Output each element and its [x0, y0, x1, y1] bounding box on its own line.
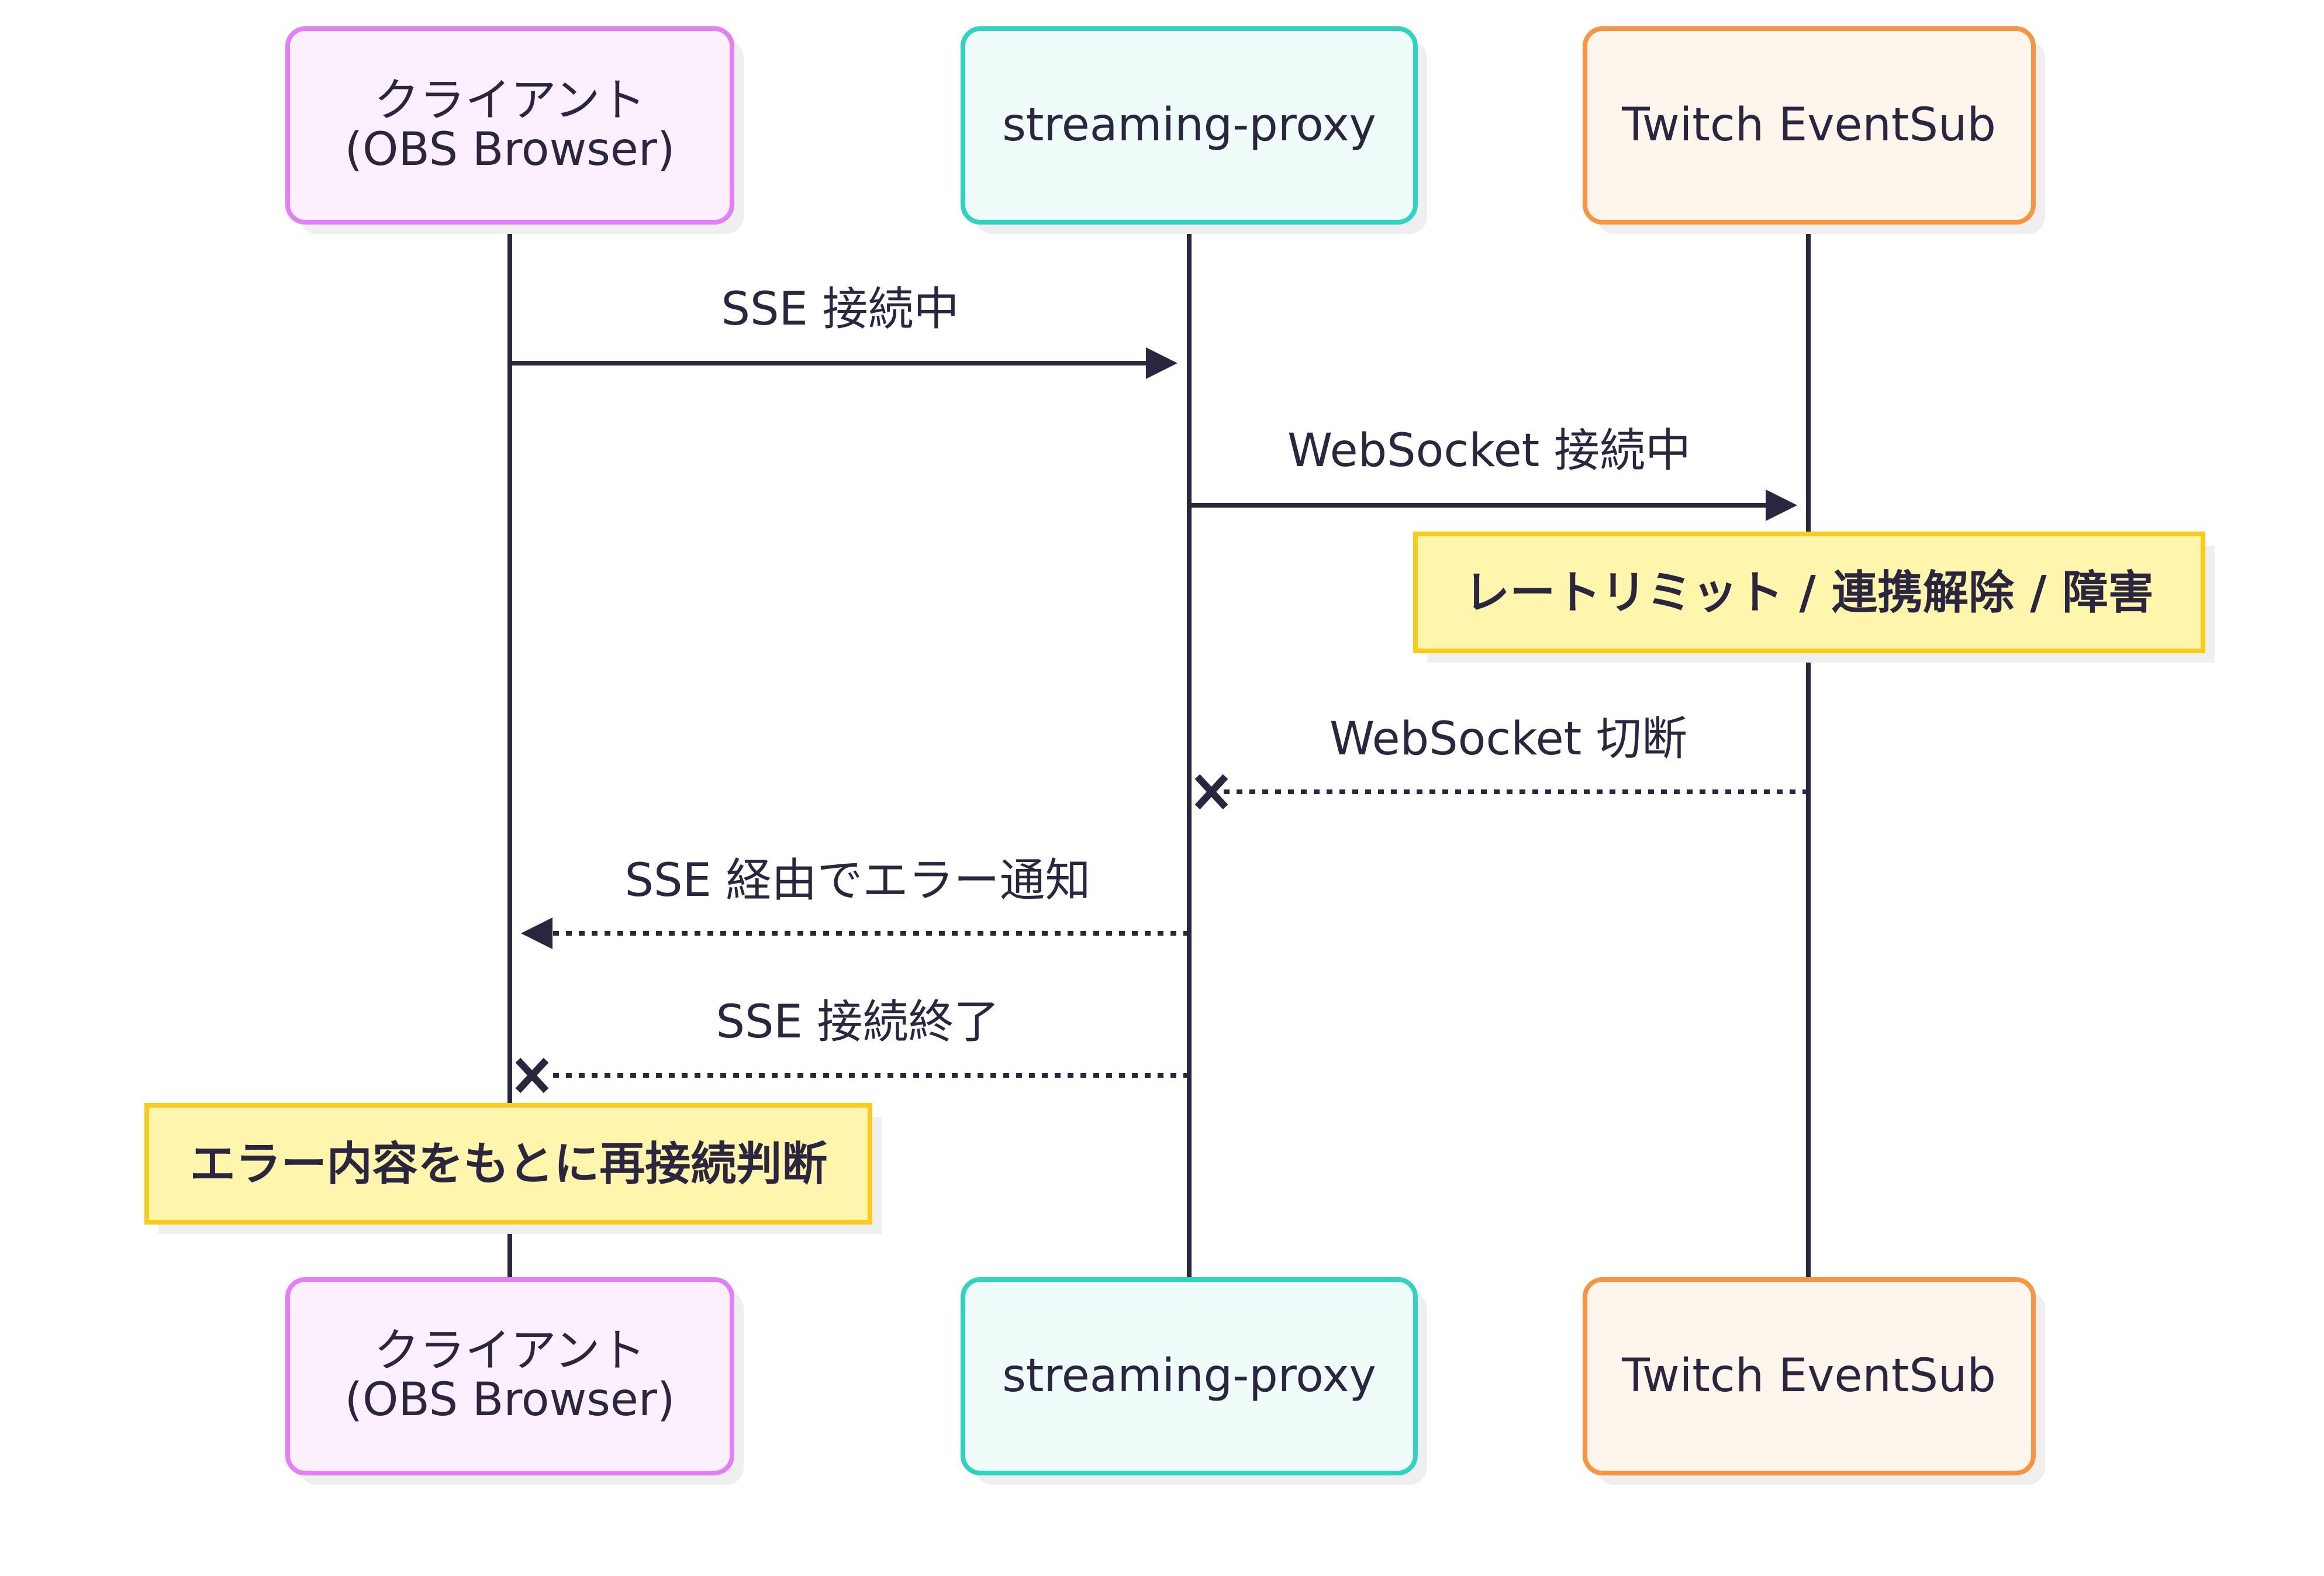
- message-websocket-connecting: WebSocket 接続中: [1189, 425, 1797, 521]
- participant-label-line1: クライアント: [374, 1325, 646, 1377]
- arrowhead-icon: [1766, 489, 1797, 521]
- note-label: レートリミット / 連携解除 / 障害: [1464, 567, 2154, 619]
- message-sse-connecting: SSE 接続中: [510, 283, 1177, 379]
- participant-label-line2: (OBS Browser): [345, 1374, 675, 1426]
- arrowhead-icon: [1146, 347, 1177, 379]
- participant-twitch-top[interactable]: Twitch EventSub: [1583, 26, 2045, 234]
- participant-label: streaming-proxy: [1002, 99, 1376, 151]
- participant-label-line2: (OBS Browser): [345, 123, 675, 176]
- cross-icon: [515, 1057, 549, 1094]
- message-label: SSE 経由でエラー通知: [624, 854, 1090, 907]
- participant-proxy-bottom[interactable]: streaming-proxy: [961, 1277, 1427, 1485]
- note-rate-limit: レートリミット / 連携解除 / 障害: [1413, 532, 2215, 663]
- cross-icon: [1194, 774, 1228, 810]
- participant-label: streaming-proxy: [1002, 1350, 1376, 1402]
- participant-client-bottom[interactable]: クライアント (OBS Browser): [285, 1277, 744, 1485]
- message-sse-error-notify: SSE 経由でエラー通知: [521, 854, 1189, 949]
- message-label: SSE 接続終了: [716, 996, 999, 1049]
- message-websocket-disconnect: WebSocket 切断: [1194, 713, 1808, 810]
- participant-label: Twitch EventSub: [1621, 1350, 1996, 1402]
- participant-twitch-bottom[interactable]: Twitch EventSub: [1583, 1277, 2045, 1485]
- note-label: エラー内容をもとに再接続判断: [190, 1138, 827, 1191]
- message-sse-closed: SSE 接続終了: [515, 996, 1189, 1094]
- participant-label: Twitch EventSub: [1621, 99, 1996, 151]
- message-label: WebSocket 切断: [1330, 713, 1687, 765]
- message-label: SSE 接続中: [721, 283, 959, 336]
- participant-client-top[interactable]: クライアント (OBS Browser): [285, 26, 744, 234]
- arrowhead-icon: [521, 918, 552, 949]
- participant-proxy-top[interactable]: streaming-proxy: [961, 26, 1427, 234]
- message-label: WebSocket 接続中: [1287, 425, 1691, 477]
- participant-label-line1: クライアント: [374, 74, 646, 127]
- note-reconnect-decision: エラー内容をもとに再接続判断: [144, 1103, 882, 1234]
